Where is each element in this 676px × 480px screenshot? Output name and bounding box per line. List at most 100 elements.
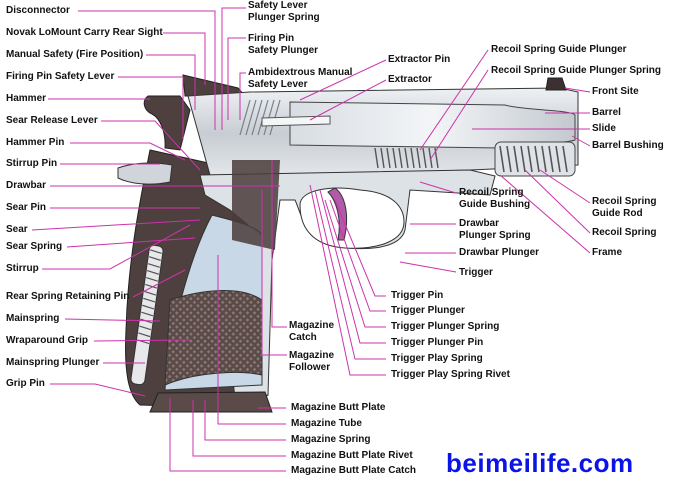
label-trigger-plunger: Trigger Plunger bbox=[391, 305, 465, 316]
label-trigger-play-spring: Trigger Play Spring bbox=[391, 353, 483, 364]
leader-manual-safety bbox=[146, 54, 196, 110]
leader-recoil-spring bbox=[524, 169, 591, 234]
label-firing-pin-safety-plunger: Firing Pin Safety Plunger bbox=[248, 33, 319, 56]
extractor-part bbox=[261, 115, 331, 127]
label-recoil-spring: Recoil Spring bbox=[592, 227, 657, 238]
label-barrel-bushing: Barrel Bushing bbox=[592, 140, 664, 151]
leader-guide-bushing bbox=[419, 181, 457, 194]
leader-trigger-plunger bbox=[329, 199, 386, 312]
label-sear-release-lever: Sear Release Lever bbox=[6, 115, 98, 126]
leader-lines bbox=[31, 7, 591, 472]
label-drawbar-plunger-spring: Drawbar Plunger Spring bbox=[459, 218, 531, 241]
label-rear-spring-retaining-pin: Rear Spring Retaining Pin bbox=[6, 291, 130, 302]
leader-safety-plunger-spring bbox=[221, 7, 246, 130]
label-guide-plunger: Recoil Spring Guide Plunger bbox=[491, 44, 627, 55]
guide-spring-coils bbox=[374, 147, 439, 169]
internal-block bbox=[232, 160, 280, 250]
label-frame: Frame bbox=[592, 247, 623, 258]
label-drawbar-plunger: Drawbar Plunger bbox=[459, 247, 540, 258]
label-magazine-tube: Magazine Tube bbox=[291, 418, 362, 429]
leader-sear-release bbox=[101, 120, 201, 171]
label-mainspring: Mainspring bbox=[6, 313, 60, 324]
leader-stirrup bbox=[42, 224, 191, 270]
leader-guide-rod bbox=[539, 169, 591, 204]
label-magazine-spring: Magazine Spring bbox=[291, 434, 371, 445]
leader-grip-pin bbox=[50, 383, 146, 397]
trigger-guard-opening bbox=[299, 187, 405, 249]
mainspring-coils bbox=[137, 249, 162, 345]
leader-guide-plunger bbox=[419, 49, 489, 151]
leader-extractor bbox=[309, 79, 387, 121]
label-barrel: Barrel bbox=[592, 107, 621, 118]
leader-extractor-pin bbox=[299, 59, 387, 101]
label-extractor-pin: Extractor Pin bbox=[388, 54, 451, 65]
label-disconnector: Disconnector bbox=[6, 5, 70, 16]
leader-magazine-spring bbox=[204, 400, 286, 441]
label-trigger-pin: Trigger Pin bbox=[391, 290, 444, 301]
leader-firing-pin-safety-lever bbox=[118, 76, 184, 140]
leader-hammer-pin bbox=[70, 142, 186, 161]
leader-trigger-plunger-pin bbox=[319, 189, 386, 344]
barrel-part bbox=[289, 101, 576, 149]
label-trigger: Trigger bbox=[459, 267, 493, 278]
magazine-butt-plate bbox=[149, 391, 273, 413]
label-trigger-plunger-spring: Trigger Plunger Spring bbox=[391, 321, 500, 332]
label-mainspring-plunger: Mainspring Plunger bbox=[6, 357, 100, 368]
grip-panel bbox=[164, 290, 263, 386]
label-safety-lever-plunger-spring: Safety Lever Plunger Spring bbox=[248, 0, 320, 23]
leader-barrel-bushing bbox=[571, 135, 591, 147]
front-sight-part bbox=[545, 77, 567, 91]
label-magazine-catch: Magazine Catch bbox=[289, 320, 335, 343]
label-front-site: Front Site bbox=[592, 86, 639, 97]
grip-tang bbox=[117, 162, 173, 185]
leader-rear-sight bbox=[163, 32, 206, 85]
label-magazine-butt-plate-catch: Magazine Butt Plate Catch bbox=[291, 465, 417, 476]
label-sear-spring: Sear Spring bbox=[6, 241, 63, 252]
leader-trigger-play-rivet bbox=[309, 184, 386, 376]
hammer-part bbox=[143, 95, 191, 151]
leader-rear-spring-pin bbox=[132, 269, 186, 298]
leader-magazine-follower bbox=[261, 190, 287, 356]
leader-trigger-pin bbox=[334, 199, 386, 297]
label-grip-pin: Grip Pin bbox=[6, 378, 45, 389]
label-manual-safety: Manual Safety (Fire Position) bbox=[6, 49, 144, 60]
leader-sear bbox=[31, 219, 201, 231]
label-wraparound-grip: Wraparound Grip bbox=[6, 335, 89, 346]
leader-wraparound-grip bbox=[93, 339, 191, 342]
leader-magazine-tube bbox=[217, 255, 286, 425]
label-magazine-butt-plate-rivet: Magazine Butt Plate Rivet bbox=[291, 450, 413, 461]
label-hammer: Hammer bbox=[6, 93, 47, 104]
label-drawbar: Drawbar bbox=[6, 180, 47, 191]
label-novak-rear-sight: Novak LoMount Carry Rear Sight bbox=[6, 27, 163, 38]
leader-frame bbox=[499, 174, 591, 254]
label-guide-rod: Recoil Spring Guide Rod bbox=[592, 196, 657, 219]
label-trigger-play-spring-rivet: Trigger Play Spring Rivet bbox=[391, 369, 510, 380]
leader-front-site bbox=[564, 87, 591, 93]
label-sear: Sear bbox=[6, 224, 28, 235]
recoil-spring-coils bbox=[499, 145, 568, 173]
leader-trigger-play-spring bbox=[314, 189, 386, 360]
leader-ambi-safety bbox=[239, 72, 246, 120]
leader-butt-plate-catch bbox=[169, 398, 286, 472]
leader-trigger-plunger-spring bbox=[324, 199, 386, 328]
label-stirrup: Stirrup bbox=[6, 263, 39, 274]
watermark: beimeilife.com bbox=[446, 448, 634, 478]
label-magazine-follower: Magazine Follower bbox=[289, 350, 335, 373]
leader-firing-pin-plunger bbox=[227, 37, 246, 120]
leader-mainspring bbox=[64, 318, 161, 322]
label-hammer-pin: Hammer Pin bbox=[6, 137, 65, 148]
leader-guide-plunger-spring bbox=[429, 69, 489, 161]
leader-sear-spring bbox=[66, 237, 196, 248]
leader-trigger bbox=[399, 261, 457, 273]
leader-disconnector bbox=[78, 10, 216, 130]
leader-magazine-catch bbox=[271, 160, 287, 328]
label-guide-bushing: Recoil Spring Guide Bushing bbox=[459, 187, 531, 210]
label-magazine-butt-plate: Magazine Butt Plate bbox=[291, 402, 386, 413]
label-slide: Slide bbox=[592, 123, 616, 134]
label-firing-pin-safety-lever: Firing Pin Safety Lever bbox=[6, 71, 115, 82]
label-extractor: Extractor bbox=[388, 74, 432, 85]
label-guide-plunger-spring: Recoil Spring Guide Plunger Spring bbox=[491, 65, 662, 76]
label-sear-pin: Sear Pin bbox=[6, 202, 47, 213]
